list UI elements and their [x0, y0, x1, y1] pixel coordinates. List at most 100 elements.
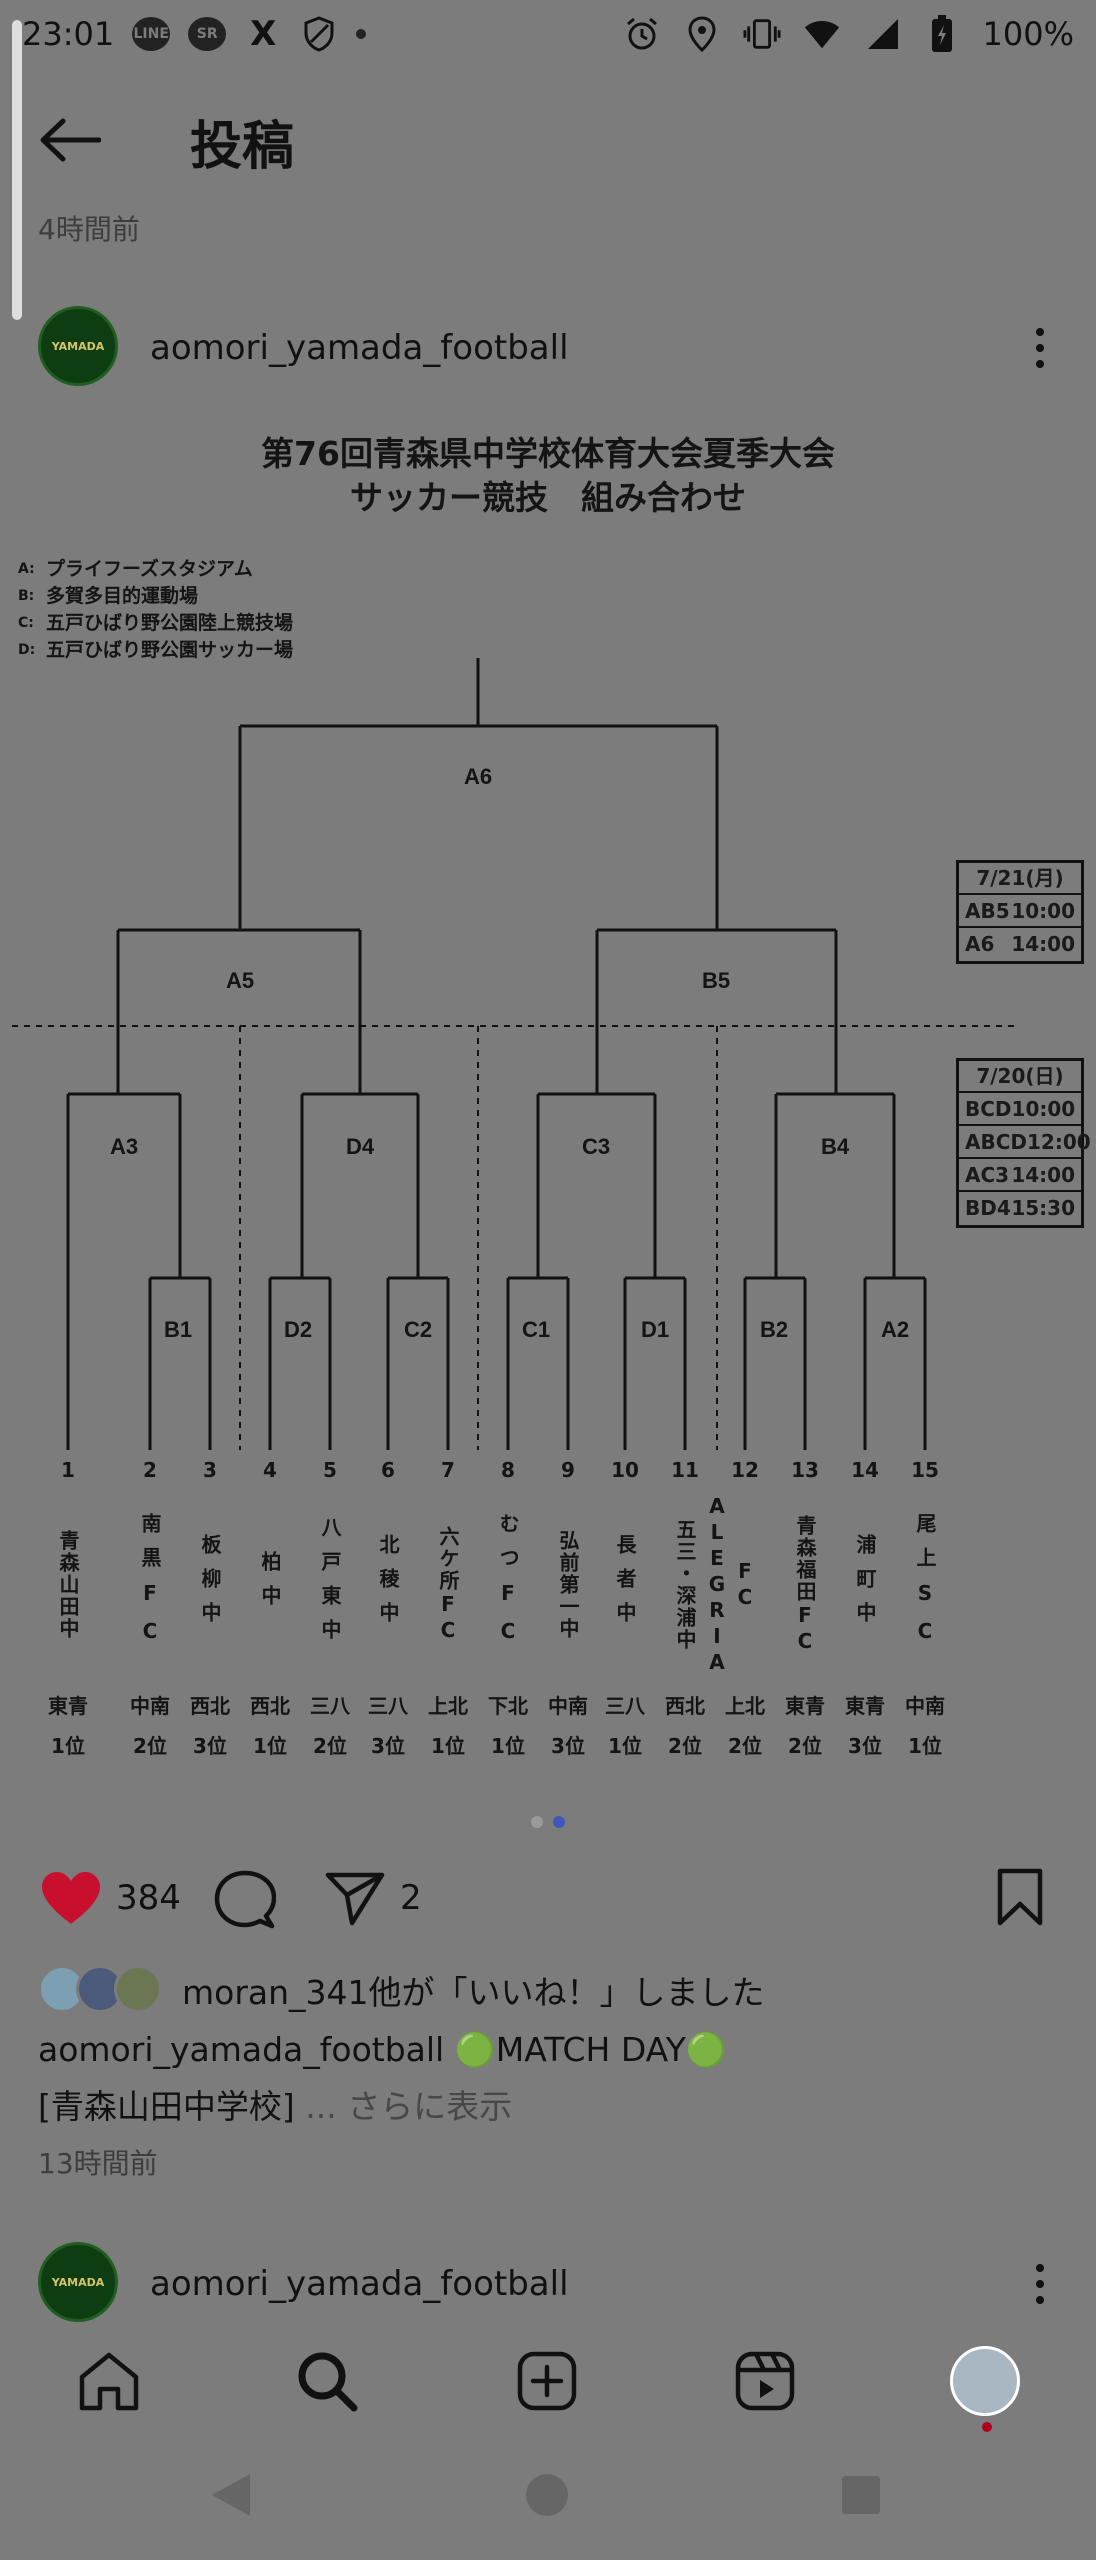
- liked-by-text: moran_341他が「いいね！」しました: [182, 1973, 765, 2012]
- nav-reels[interactable]: [730, 2346, 800, 2416]
- scroll-indicator[interactable]: [12, 20, 22, 320]
- line-icon: LINE: [132, 17, 171, 51]
- team-region: 下北: [488, 1694, 528, 1718]
- team-name: 柏中: [258, 1551, 282, 1619]
- nav-profile[interactable]: [950, 2346, 1020, 2416]
- reels-icon: [735, 2351, 795, 2411]
- back-triangle-icon[interactable]: [208, 2470, 254, 2520]
- team-region: 西北: [665, 1694, 705, 1718]
- vibrate-icon: [742, 15, 781, 53]
- comment-icon: [214, 1870, 276, 1929]
- notification-dot: [982, 2422, 992, 2432]
- profile-avatar: [950, 2346, 1020, 2416]
- post-image[interactable]: 第76回青森県中学校体育大会夏季大会 サッカー競技 組み合わせ A:プライフーズ…: [0, 410, 1096, 1780]
- carousel-dot-active: [553, 1816, 565, 1828]
- team-name: 長者中: [613, 1534, 637, 1636]
- match-a2: A2: [881, 1317, 909, 1342]
- team-name: むつFC: [496, 1513, 520, 1657]
- recents-square-icon[interactable]: [840, 2474, 882, 2516]
- caption-line2: [青森山田中学校] ... さらに表示: [38, 2080, 512, 2128]
- team-region: 中南: [130, 1694, 170, 1718]
- team-name: FC ALEGRIA: [705, 1494, 757, 1676]
- home-circle-icon[interactable]: [524, 2472, 570, 2518]
- team-rank: 1位: [431, 1734, 465, 1758]
- match-b2: B2: [760, 1317, 788, 1342]
- match-a3: A3: [110, 1134, 138, 1159]
- location-icon: [683, 15, 721, 53]
- match-a6: A6: [464, 764, 492, 789]
- comment-button[interactable]: [214, 1870, 276, 1930]
- home-icon: [79, 2352, 139, 2411]
- wifi-icon: [803, 15, 841, 53]
- team-name: 北稜中: [376, 1534, 400, 1636]
- next-avatar[interactable]: YAMADA: [38, 2242, 118, 2322]
- match-a5: A5: [226, 968, 254, 993]
- nav-search[interactable]: [292, 2346, 362, 2416]
- caption-line2-text: [青森山田中学校]: [38, 2087, 295, 2126]
- status-bar: 23:01 LINE SR X 100%: [0, 0, 1096, 68]
- post-actions: 384 2: [0, 1860, 1096, 1940]
- team-seed: 1: [61, 1458, 75, 1482]
- team-rank: 1位: [608, 1734, 642, 1758]
- team-rank: 2位: [788, 1734, 822, 1758]
- team-region: 東青: [48, 1694, 88, 1718]
- team-region: 上北: [428, 1694, 468, 1718]
- battery-icon: [923, 15, 961, 53]
- team-rank: 2位: [728, 1734, 762, 1758]
- team-region: 中南: [548, 1694, 588, 1718]
- venue-item: A:プライフーズスタジアム: [18, 558, 253, 580]
- team-name: 尾上SC: [913, 1513, 937, 1657]
- next-more-options-icon[interactable]: [1020, 2254, 1060, 2314]
- team-region: 西北: [250, 1694, 290, 1718]
- team-name: 八戸東中: [318, 1517, 342, 1653]
- team-seed: 13: [791, 1458, 819, 1482]
- bracket-title: 第76回青森県中学校体育大会夏季大会 サッカー競技 組み合わせ: [0, 432, 1096, 520]
- team-seed: 9: [561, 1458, 575, 1482]
- caption-more-link[interactable]: ... さらに表示: [294, 2087, 513, 2126]
- team-name: 弘前第一中: [556, 1530, 580, 1640]
- author-name[interactable]: aomori_yamada_football: [150, 328, 569, 368]
- nav-create[interactable]: [512, 2346, 582, 2416]
- liked-by-row[interactable]: moran_341他が「いいね！」しました: [38, 1962, 765, 2018]
- more-options-icon[interactable]: [1020, 318, 1060, 378]
- team-seed: 2: [143, 1458, 157, 1482]
- match-d2: D2: [284, 1317, 312, 1342]
- save-button[interactable]: [996, 1868, 1044, 1926]
- carousel-indicator: [0, 1816, 1096, 1828]
- team-seed: 6: [381, 1458, 395, 1482]
- team-rank: 2位: [133, 1734, 167, 1758]
- team-rank: 3位: [848, 1734, 882, 1758]
- venue-item: D:五戸ひばり野公園サッカー場: [18, 639, 294, 661]
- share-button[interactable]: 2: [324, 1870, 422, 1926]
- team-seed: 3: [203, 1458, 217, 1482]
- next-post-author-row: YAMADA aomori_yamada_football: [0, 2236, 1096, 2332]
- team-name: 南黒FC: [138, 1513, 162, 1657]
- team-region: 三八: [310, 1694, 350, 1718]
- team-seed: 11: [671, 1458, 699, 1482]
- team-rank: 1位: [908, 1734, 942, 1758]
- team-name: 浦町中: [853, 1534, 877, 1636]
- match-d1: D1: [641, 1317, 669, 1342]
- caption-user[interactable]: aomori_yamada_football: [38, 2030, 445, 2069]
- avatar[interactable]: YAMADA: [38, 306, 118, 386]
- post-author-row: YAMADA aomori_yamada_football: [0, 300, 1096, 396]
- carousel-dot: [531, 1816, 543, 1828]
- page-title: 投稿: [190, 117, 295, 177]
- arrow-left-icon: [40, 118, 101, 162]
- nav-home[interactable]: [74, 2346, 144, 2416]
- like-button[interactable]: 384: [40, 1870, 181, 1926]
- team-seed: 10: [611, 1458, 639, 1482]
- dot-icon: [356, 29, 367, 39]
- team-name: 五三・深浦中: [673, 1519, 697, 1651]
- share-count: 2: [400, 1878, 422, 1918]
- system-nav-bar: [0, 2440, 1096, 2560]
- alarm-icon: [623, 15, 661, 53]
- team-rank: 2位: [313, 1734, 347, 1758]
- match-c1: C1: [522, 1317, 550, 1342]
- next-author-name[interactable]: aomori_yamada_football: [150, 2264, 569, 2304]
- back-button[interactable]: [38, 110, 102, 170]
- team-region: 上北: [725, 1694, 765, 1718]
- match-b5: B5: [702, 968, 730, 993]
